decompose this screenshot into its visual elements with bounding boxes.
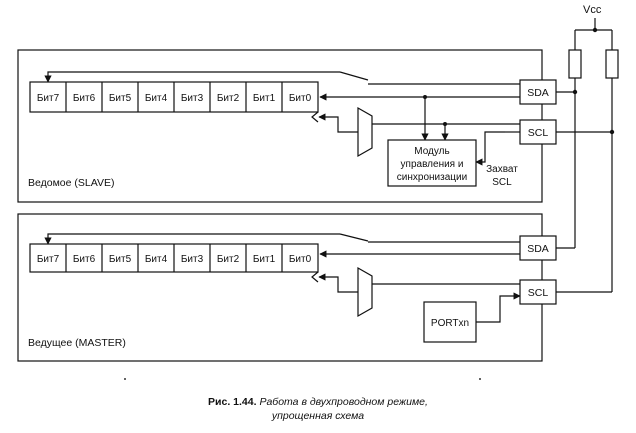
speck	[479, 378, 481, 380]
master-port-box	[423, 301, 477, 343]
master-port-label: PORTxn	[431, 318, 469, 329]
master-bit5: Бит5	[109, 254, 132, 265]
slave-control-line1: Модуль	[414, 146, 449, 157]
slave-capture-line1: Захват	[486, 164, 518, 175]
master-bit6: Бит6	[73, 254, 96, 265]
slave-bit3: Бит3	[181, 93, 204, 104]
slave-bit5: Бит5	[109, 93, 132, 104]
slave-wiring	[44, 71, 520, 166]
vcc-node	[592, 27, 598, 33]
slave-sda-tap	[423, 95, 427, 99]
figure-caption: Рис. 1.44. Работа в двухпроводном режиме…	[0, 396, 636, 408]
slave-title: Ведомое (SLAVE)	[28, 177, 114, 189]
slave-bit6: Бит6	[73, 93, 96, 104]
slave-shift-register: Бит7 Бит6 Бит5 Бит4 Бит3 Бит2 Бит1 Бит0	[29, 81, 319, 123]
master-sda-label: SDA	[527, 243, 549, 255]
master-bit1: Бит1	[253, 254, 276, 265]
master-wiring	[44, 233, 521, 323]
bus-lines	[556, 78, 613, 293]
slave-sda-label: SDA	[527, 87, 549, 99]
slave-control-line3: синхронизации	[397, 172, 467, 183]
caption-line2: упрощенная схема	[271, 410, 365, 422]
speck	[124, 378, 126, 380]
slave-bit4: Бит4	[145, 93, 168, 104]
slave-control-module	[387, 139, 477, 187]
pullup-resistor-scl	[605, 49, 619, 79]
master-sda-pin	[519, 235, 557, 261]
caption-line1: Работа в двухпроводном режиме,	[259, 396, 428, 408]
slave-capture-line2: SCL	[492, 177, 512, 188]
slave-sda-pin	[519, 79, 557, 105]
master-bit3: Бит3	[181, 254, 204, 265]
caption-label: Рис. 1.44.	[208, 396, 257, 408]
pullup-resistor-sda	[568, 49, 582, 79]
master-bit2: Бит2	[217, 254, 240, 265]
slave-bit2: Бит2	[217, 93, 240, 104]
sda-node	[572, 89, 578, 95]
vcc-supply	[574, 18, 613, 50]
master-title: Ведущее (MASTER)	[28, 337, 126, 349]
master-bit7: Бит7	[37, 254, 60, 265]
scl-node	[609, 129, 615, 135]
master-shift-register: Бит7 Бит6 Бит5 Бит4 Бит3 Бит2 Бит1 Бит0	[29, 243, 319, 283]
figure-caption-line2: упрощенная схема	[0, 410, 636, 422]
master-bit4: Бит4	[145, 254, 168, 265]
master-scl-pin	[519, 279, 557, 305]
slave-bit0: Бит0	[289, 93, 312, 104]
slave-bit1: Бит1	[253, 93, 276, 104]
vcc-label: Vcc	[583, 4, 602, 16]
master-scl-label: SCL	[528, 287, 549, 299]
slave-scl-label: SCL	[528, 127, 549, 139]
master-bit0: Бит0	[289, 254, 312, 265]
slave-scl-tap	[443, 122, 447, 126]
slave-control-line2: управления и	[401, 159, 464, 170]
slave-bit7: Бит7	[37, 93, 60, 104]
